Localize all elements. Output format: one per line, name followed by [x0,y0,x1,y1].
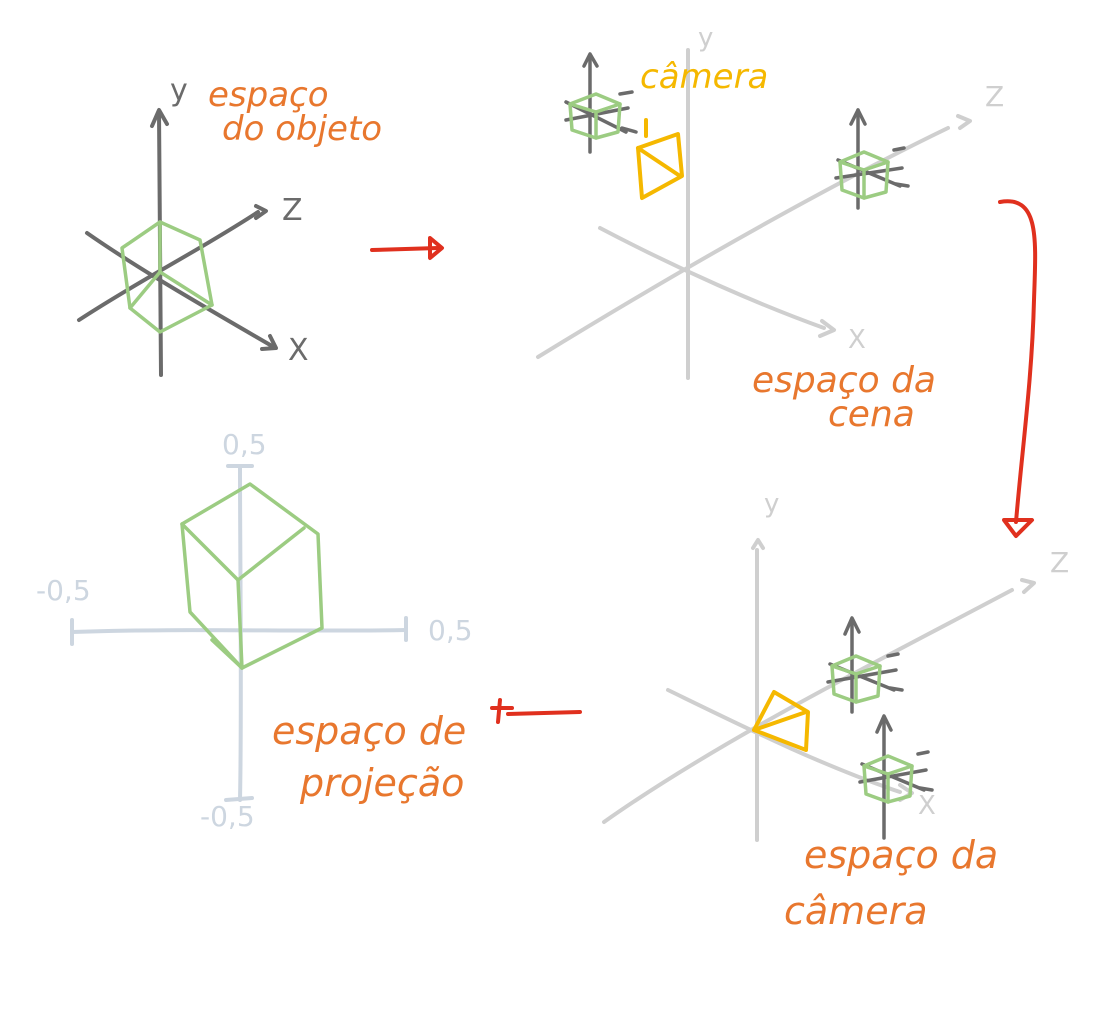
projection-tick-top-label: 0,5 [222,428,267,461]
camera-space-label-line1: espaço da [804,833,998,877]
projection-tick-bottom [224,796,254,802]
scene-space-axes [536,48,972,380]
scene-axis-y-label: y [698,23,713,53]
object-axis-y-label: y [170,73,188,108]
camera-space-object-upper [826,616,904,714]
scene-space-label-line1: espaço da [752,360,936,401]
camera-axis-y-label: y [764,489,779,519]
arrow-object-to-scene [370,236,444,260]
camera-axis-z-label: Z [1050,546,1069,579]
projection-tick-bottom-label: -0,5 [200,800,255,833]
projection-space-panel: 0,5 -0,5 -0,5 0,5 espaço de projeção [36,428,473,833]
scene-space-label-line2: cena [828,394,915,435]
object-axis-y-arrowhead [150,108,169,128]
object-axis-x [85,231,274,348]
projection-space-label-line1: espaço de [272,709,466,753]
projection-tick-left-label: -0,5 [36,574,91,607]
camera-space-panel: y Z X [602,489,1069,933]
object-cube [120,220,214,334]
scene-camera-model: câmera [564,52,768,200]
camera-axis-y-arrowhead [751,538,765,550]
object-axis-x-label: X [288,333,309,368]
object-space-panel: y Z X espaço do objeto [77,73,382,377]
camera-axis-z-arrowhead [1020,578,1036,594]
scene-camera-label: câmera [640,57,768,97]
projection-space-label-line2: projeção [299,761,464,805]
scene-axis-x [598,226,826,330]
projection-cube [180,482,324,670]
scene-axis-z-arrowhead [956,114,972,130]
projection-tick-right-label: 0,5 [428,614,473,647]
camera-space-axes [602,538,1036,842]
scene-camera-frustum [636,118,684,200]
object-space-label-line1: espaço [208,75,329,115]
camera-space-frustum [752,690,810,752]
scene-axis-z [536,126,950,359]
object-space-axes [77,108,278,377]
scene-axis-x-arrowhead [818,319,836,338]
camera-space-object-lower [858,714,934,840]
scene-axis-x-label: X [848,325,866,355]
object-axis-x-arrowhead [260,334,278,351]
camera-space-label-line2: câmera [784,889,927,933]
object-space-label-line2: do objeto [222,109,382,149]
object-axis-z-arrowhead [254,204,268,220]
scene-space-panel: y Z X câmera [536,23,1004,435]
scene-object-model [834,108,910,210]
scene-axis-z-label: Z [985,80,1004,113]
arrow-scene-to-camera [998,199,1038,538]
camera-axis-z [602,588,1014,824]
object-axis-z-label: Z [282,193,303,228]
object-axis-z [77,210,260,322]
arrow-camera-to-projection [490,698,582,724]
camera-axis-x-label: X [918,791,936,821]
